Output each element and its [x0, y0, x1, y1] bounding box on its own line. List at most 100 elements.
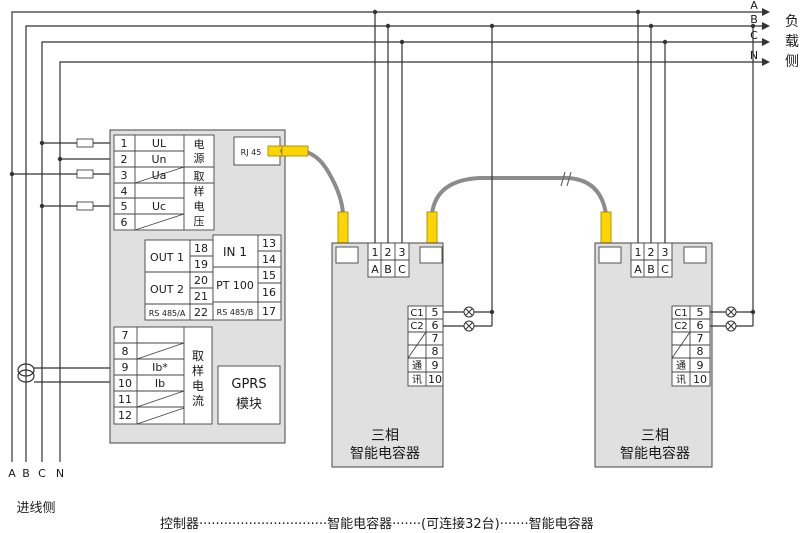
unit1-port-left: [335, 246, 359, 264]
gprs-label-line-1: GPRS: [231, 377, 266, 392]
indicator-lamp-icon: [463, 320, 475, 332]
v-term-4: 4: [121, 185, 128, 198]
v-term-6: 6: [121, 216, 128, 229]
plug-icon: [281, 145, 309, 157]
u1-side-signal-c1: C1: [410, 308, 423, 319]
cable-controller-to-unit1: [280, 149, 345, 216]
u1-side-num-9: 9: [432, 359, 439, 372]
c-signal-ib: Ib: [155, 377, 165, 390]
v-group-2-char-2: 样: [194, 184, 205, 198]
in1-label: IN 1: [223, 245, 247, 259]
c-group-char-4: 流: [192, 394, 204, 408]
unit2-port-left: [598, 246, 622, 264]
right-phase-c: C: [750, 29, 758, 42]
u2-side-num-9: 9: [697, 359, 704, 372]
u2-side-num-6: 6: [697, 319, 704, 332]
junction-dot: [57, 156, 63, 162]
out2-label: OUT 2: [150, 283, 184, 296]
c-term-8: 8: [122, 345, 129, 358]
junction-dot: [39, 140, 45, 146]
u1-side-num-8: 8: [432, 345, 439, 358]
right-phase-n: N: [750, 49, 758, 62]
cable-unit1-to-unit2: [430, 175, 608, 216]
rs485a-label: RS 485/A: [149, 309, 186, 318]
c-term-9: 9: [122, 361, 129, 374]
v-signal-un: Un: [151, 153, 166, 166]
gprs-label-line-2: 模块: [236, 397, 262, 412]
u1-phase-num-1: 1: [372, 246, 379, 259]
v-group-1-char-1: 电: [194, 138, 205, 151]
u1-phase-num-3: 3: [399, 246, 406, 259]
cable-break-mark: [560, 171, 566, 187]
u1-phase-letter-b: B: [384, 263, 392, 276]
u2-side-signal-xun: 讯: [676, 374, 686, 386]
load-side-char-2: 载: [785, 34, 799, 50]
v-group-2-char-3: 电: [194, 200, 205, 213]
u2-side-signal-c2: C2: [674, 321, 687, 332]
v-group-2-char-1: 取: [194, 170, 205, 183]
c-group-char-3: 电: [192, 379, 204, 393]
c-term-7: 7: [122, 329, 129, 342]
rj45-plug-icon: [267, 145, 283, 157]
c-term-11: 11: [118, 393, 132, 406]
u2-phase-num-3: 3: [662, 246, 669, 259]
v-signal-uc: Uc: [152, 200, 166, 213]
junction-dot: [39, 203, 45, 209]
indicator-lamp-icon: [463, 306, 475, 318]
term-18: 18: [194, 242, 208, 255]
rj45-port: RJ 45: [233, 136, 283, 166]
term-22: 22: [194, 306, 208, 319]
term-15: 15: [262, 269, 276, 282]
unit2-port-right: [683, 246, 707, 264]
rs485b-label: RS 485/B: [217, 308, 254, 317]
bus-line-n: [59, 61, 762, 462]
inlet-side-label: 进线侧: [16, 501, 55, 516]
u2-phase-letter-c: C: [661, 263, 669, 276]
communication-cables: [280, 149, 608, 216]
u2-phase-num-2: 2: [648, 246, 655, 259]
term-17: 17: [262, 305, 276, 318]
bus-line-b: [25, 25, 762, 462]
term-16: 16: [262, 286, 276, 299]
bottom-phase-b: B: [22, 467, 30, 480]
capacitor-unit-1: 1 2 3 A B C C1 C2 通 讯 5 6 7 8 9 10 三相 智能…: [331, 242, 444, 468]
current-transformer: [17, 363, 114, 383]
u1-label-line-2: 智能电容器: [350, 445, 420, 462]
v-term-1: 1: [121, 137, 128, 150]
bottom-phase-c: C: [38, 467, 46, 480]
current-terminal-block: 7 8 9 10 11 12 Ib* Ib 取 样 电 流: [113, 326, 213, 425]
u2-side-num-5: 5: [697, 306, 704, 319]
capacitor-phase-drops: [372, 9, 668, 243]
u1-side-num-6: 6: [432, 319, 439, 332]
plug-icon: [337, 211, 349, 245]
u1-phase-letter-c: C: [398, 263, 406, 276]
u1-side-num-10: 10: [428, 373, 442, 386]
bus-line-c: [41, 41, 762, 462]
fuse-5: [76, 201, 94, 211]
out1-label: OUT 1: [150, 251, 184, 264]
u1-side-signal-tong: 通: [412, 360, 422, 372]
load-side-char-3: 侧: [785, 54, 799, 70]
u1-side-signal-c2: C2: [410, 321, 423, 332]
bottom-caption: 控制器·······························智能电容器·…: [160, 516, 594, 532]
rj45-label: RJ 45: [241, 148, 262, 157]
gprs-module: GPRS 模块: [217, 365, 281, 425]
right-phase-b: B: [750, 13, 758, 26]
u1-side-num-7: 7: [432, 332, 439, 345]
load-side-char-1: 负: [785, 14, 799, 30]
u2-side-signal-c1: C1: [674, 308, 687, 319]
fuse-1: [76, 138, 94, 148]
arrow-n: [762, 58, 770, 66]
indicator-lamp-icon: [725, 306, 737, 318]
plug-icon: [426, 211, 438, 245]
u1-phase-letter-a: A: [371, 263, 379, 276]
controller: 1 2 3 4 5 6 UL Un Ua Uc 电 源 取 样 电 压 OUT …: [109, 129, 286, 444]
junction-dot: [9, 171, 15, 177]
u1-phase-num-2: 2: [385, 246, 392, 259]
c-term-12: 12: [118, 409, 132, 422]
indicator-lamp-icon: [725, 320, 737, 332]
arrow-b: [762, 22, 770, 30]
u2-phase-letter-a: A: [634, 263, 642, 276]
term-21: 21: [194, 290, 208, 303]
